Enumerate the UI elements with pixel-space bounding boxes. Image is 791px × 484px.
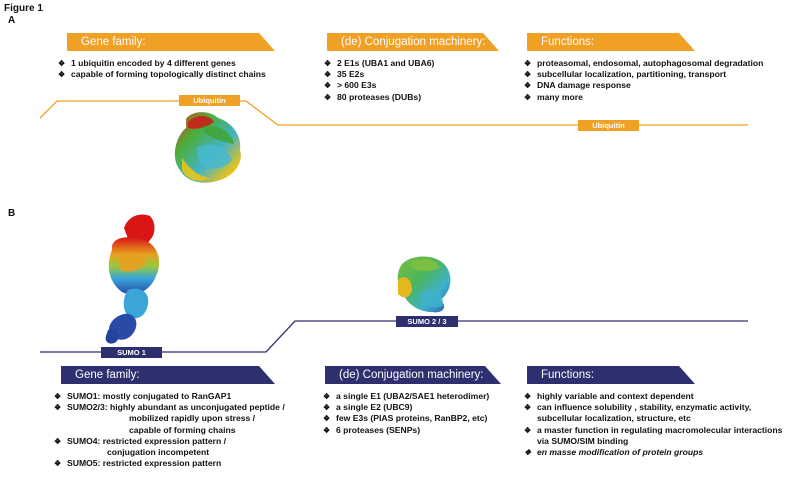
list-item: few E3s (PIAS proteins, RanBP2, etc): [323, 413, 513, 424]
sumo2-structure: [397, 256, 451, 313]
list-item: 6 proteases (SENPs): [323, 425, 513, 436]
list-item: a single E1 (UBA2/SAE1 heterodimer): [323, 391, 513, 402]
list-item: SUMO5: restricted expression pattern: [54, 458, 334, 469]
list-item: en masse modification of protein groups: [524, 447, 788, 458]
panel-a-functions-list: proteasomal, endosomal, autophagosomal d…: [524, 58, 790, 103]
list-item: mobilized rapidly upon stress /: [129, 413, 256, 424]
panel-b-functions-list: highly variable and context dependent ca…: [524, 391, 788, 458]
list-item: conjugation incompetent: [107, 447, 210, 458]
figure-title: Figure 1: [4, 3, 43, 14]
list-item: can influence solubility , stability, en…: [524, 402, 788, 424]
list-item: many more: [524, 92, 790, 103]
panel-b-conjugation-banner: (de) Conjugation machinery:: [325, 366, 501, 384]
panel-a-letter: A: [8, 15, 16, 26]
ubiquitin-structure: [174, 112, 241, 183]
ubiquitin-line: [39, 100, 748, 126]
list-item: SUMO2/3: highly abundant as unconjugated…: [54, 402, 334, 413]
panel-a-gene-family-list: 1 ubiquitin encoded by 4 different genes…: [58, 58, 308, 81]
panel-a-conjugation-list: 2 E1s (UBA1 and UBA6) 35 E2s > 600 E3s 8…: [324, 58, 504, 103]
list-item: 35 E2s: [324, 69, 504, 80]
list-item: capable of forming chains: [129, 424, 236, 435]
sumo1-structure: [105, 214, 160, 344]
sumo1-tag: SUMO 1: [101, 347, 162, 358]
list-item: 2 E1s (UBA1 and UBA6): [324, 58, 504, 69]
list-item: > 600 E3s: [324, 80, 504, 91]
list-item: a single E2 (UBC9): [323, 402, 513, 413]
ubiquitin-tag-left: Ubiquitin: [179, 95, 240, 106]
list-item: subcellular localization, partitioning, …: [524, 69, 790, 80]
list-item: capable of forming topologically distinc…: [58, 69, 308, 80]
panel-b-gene-family-list: SUMO1: mostly conjugated to RanGAP1 SUMO…: [54, 391, 334, 470]
list-item: proteasomal, endosomal, autophagosomal d…: [524, 58, 790, 69]
list-item: 80 proteases (DUBs): [324, 92, 504, 103]
list-item: DNA damage response: [524, 80, 790, 91]
list-item: SUMO1: mostly conjugated to RanGAP1: [54, 391, 334, 402]
list-item: highly variable and context dependent: [524, 391, 788, 402]
panel-b-functions-banner: Functions:: [527, 366, 695, 384]
list-item: 1 ubiquitin encoded by 4 different genes: [58, 58, 308, 69]
sumo2-3-tag: SUMO 2 / 3: [396, 316, 458, 327]
panel-a-conjugation-banner: (de) Conjugation machinery:: [327, 33, 499, 51]
panel-b-letter: B: [8, 208, 16, 219]
panel-b-conjugation-list: a single E1 (UBA2/SAE1 heterodimer) a si…: [323, 391, 513, 436]
list-item: a master function in regulating macromol…: [524, 425, 788, 447]
list-item: SUMO4: restricted expression pattern /: [54, 436, 334, 447]
ubiquitin-tag-right: Ubiquitin: [578, 120, 639, 131]
panel-a-functions-banner: Functions:: [527, 33, 695, 51]
panel-b-gene-family-banner: Gene family:: [61, 366, 275, 384]
panel-a-gene-family-banner: Gene family:: [67, 33, 275, 51]
